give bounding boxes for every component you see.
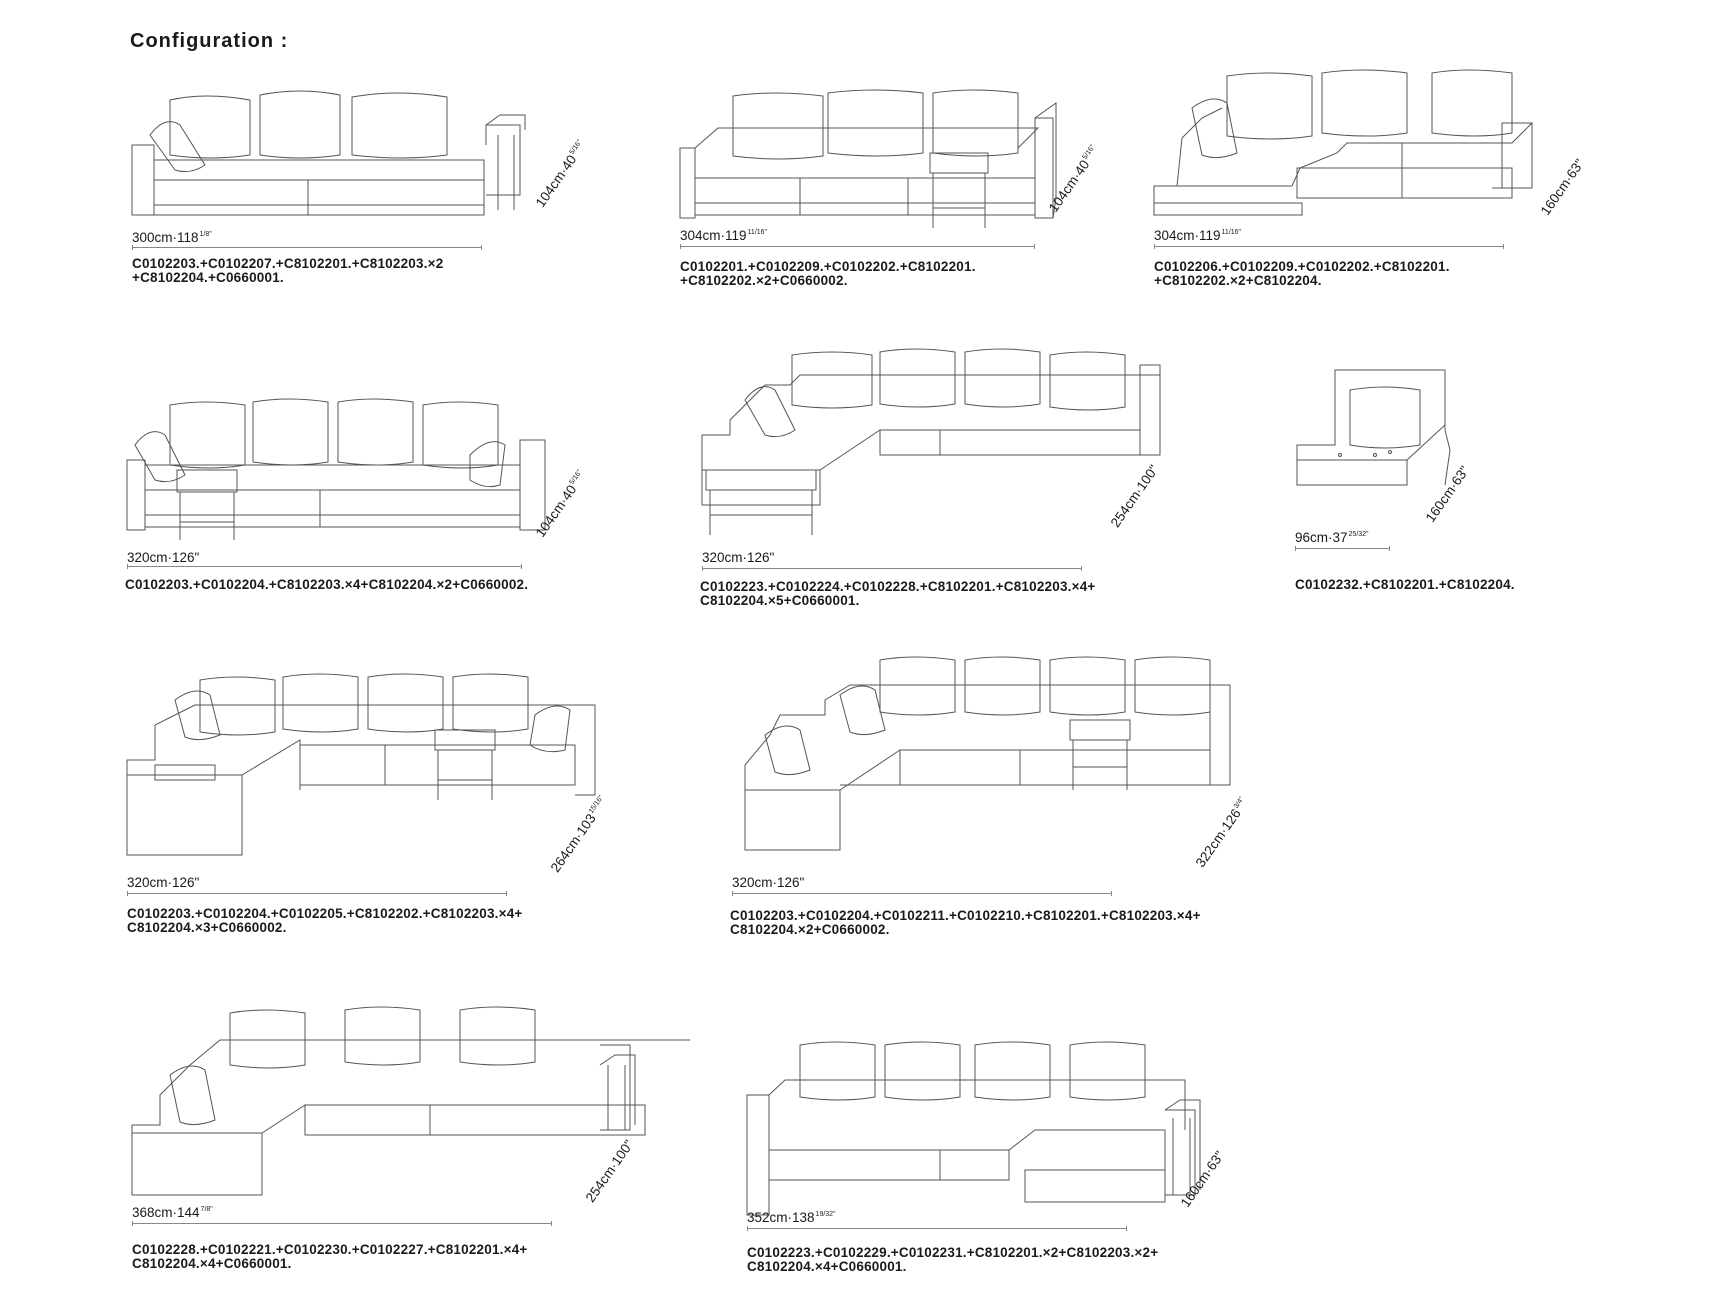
- page-title: Configuration :: [130, 30, 289, 52]
- width-label: 320cm·126": [127, 875, 200, 890]
- component-codes: C0102203.+C0102204.+C0102211.+C0102210.+…: [730, 908, 1201, 937]
- component-codes: C0102203.+C0102204.+C0102205.+C8102202.+…: [127, 906, 523, 935]
- component-codes: C0102203.+C0102207.+C8102201.+C8102203.×…: [132, 256, 444, 285]
- width-dimension-line: [132, 245, 482, 250]
- width-dimension-line: [132, 1221, 552, 1226]
- sofa-drawing: [730, 655, 1250, 875]
- width-label: 352cm·13819/32": [747, 1210, 836, 1225]
- component-codes: C0102228.+C0102221.+C0102230.+C0102227.+…: [132, 1242, 528, 1271]
- sofa-drawing: [125, 400, 545, 540]
- width-label: 368cm·1447/8": [132, 1205, 213, 1220]
- width-dimension-line: [702, 566, 1082, 571]
- sofa-drawing: [745, 1040, 1205, 1220]
- width-dimension-line: [680, 244, 1035, 249]
- sofa-drawing: [125, 665, 605, 865]
- component-codes: C0102206.+C0102209.+C0102202.+C8102201.+…: [1154, 259, 1450, 288]
- component-codes: C0102203.+C0102204.+C8102203.×4+C8102204…: [125, 577, 529, 592]
- sofa-drawing: [1295, 370, 1465, 530]
- component-codes: C0102223.+C0102224.+C0102228.+C8102201.+…: [700, 579, 1096, 608]
- width-label: 320cm·126": [732, 875, 805, 890]
- sofa-drawing: [700, 340, 1180, 540]
- width-dimension-line: [1295, 546, 1390, 551]
- sofa-drawing: [130, 1005, 650, 1205]
- width-label: 320cm·126": [127, 550, 200, 565]
- width-label: 304cm·11911/16": [1154, 228, 1242, 243]
- width-dimension-line: [1154, 244, 1504, 249]
- width-dimension-line: [127, 891, 507, 896]
- component-codes: C0102223.+C0102229.+C0102231.+C8102201.×…: [747, 1245, 1159, 1274]
- width-label: 320cm·126": [702, 550, 775, 565]
- sofa-drawing: [130, 85, 600, 225]
- width-label: 304cm·11911/16": [680, 228, 768, 243]
- width-label: 96cm·3725/32": [1295, 530, 1369, 545]
- width-dimension-line: [732, 891, 1112, 896]
- width-dimension-line: [127, 564, 522, 569]
- sofa-drawing: [678, 88, 1078, 228]
- component-codes: C0102201.+C0102209.+C0102202.+C8102201.+…: [680, 259, 976, 288]
- width-dimension-line: [747, 1226, 1127, 1231]
- sofa-drawing: [1152, 68, 1572, 228]
- component-codes: C0102232.+C8102201.+C8102204.: [1295, 577, 1515, 592]
- width-label: 300cm·1181/8": [132, 230, 212, 245]
